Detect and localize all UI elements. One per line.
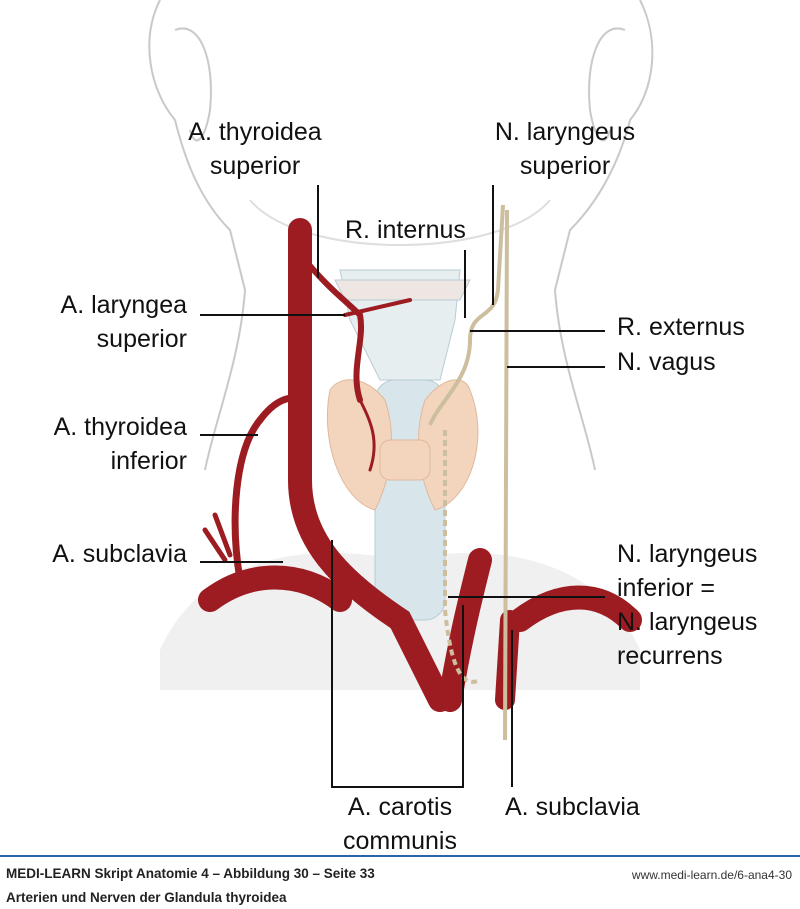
label-line: inferior — [110, 447, 187, 475]
footer-caption: Arterien und Nerven der Glandula thyroid… — [6, 890, 287, 905]
label-r-externus: R. externus — [617, 313, 745, 341]
thyroid-gland — [326, 379, 479, 511]
label-a-thyroidea-inferior: A. thyroidea inferior — [20, 410, 187, 478]
label-n-vagus: N. vagus — [617, 348, 716, 376]
label-line: A. carotis — [347, 793, 453, 821]
label-line: superior — [96, 325, 187, 353]
head-outline — [148, 0, 654, 471]
label-n-laryngeus-superior: N. laryngeus superior — [490, 115, 640, 183]
label-line: N. laryngeus — [617, 540, 758, 568]
anatomy-illustration — [148, 0, 654, 788]
footer-url[interactable]: www.medi-learn.de/6-ana4-30 — [631, 868, 792, 882]
label-line: N. laryngeus — [617, 608, 758, 636]
label-a-carotis-communis: A. carotis communis — [320, 790, 480, 858]
label-r-internus: R. internus — [345, 216, 466, 244]
label-line: superior — [519, 152, 611, 180]
label-line: A. thyroidea — [188, 118, 322, 146]
footer-rule — [0, 855, 800, 857]
label-line: recurrens — [617, 642, 723, 670]
label-n-laryngeus-inferior: N. laryngeus inferior = N. laryngeus rec… — [617, 537, 757, 673]
label-line: A. thyroidea — [53, 413, 187, 441]
trachea — [334, 269, 471, 621]
label-line: A. laryngea — [60, 291, 187, 319]
label-line: communis — [343, 827, 457, 855]
label-a-thyroidea-superior: A. thyroidea superior — [175, 115, 335, 183]
label-a-subclavia-left: A. subclavia — [52, 540, 187, 568]
label-a-subclavia-right: A. subclavia — [505, 793, 640, 821]
label-line: N. laryngeus — [494, 118, 636, 146]
label-line: inferior = — [617, 574, 715, 602]
leader-lines — [200, 185, 605, 788]
label-line: superior — [209, 152, 301, 180]
footer-source: MEDI-LEARN Skript Anatomie 4 – Abbildung… — [6, 866, 375, 881]
label-a-laryngea-superior: A. laryngea superior — [20, 288, 187, 356]
nerves — [428, 204, 509, 741]
